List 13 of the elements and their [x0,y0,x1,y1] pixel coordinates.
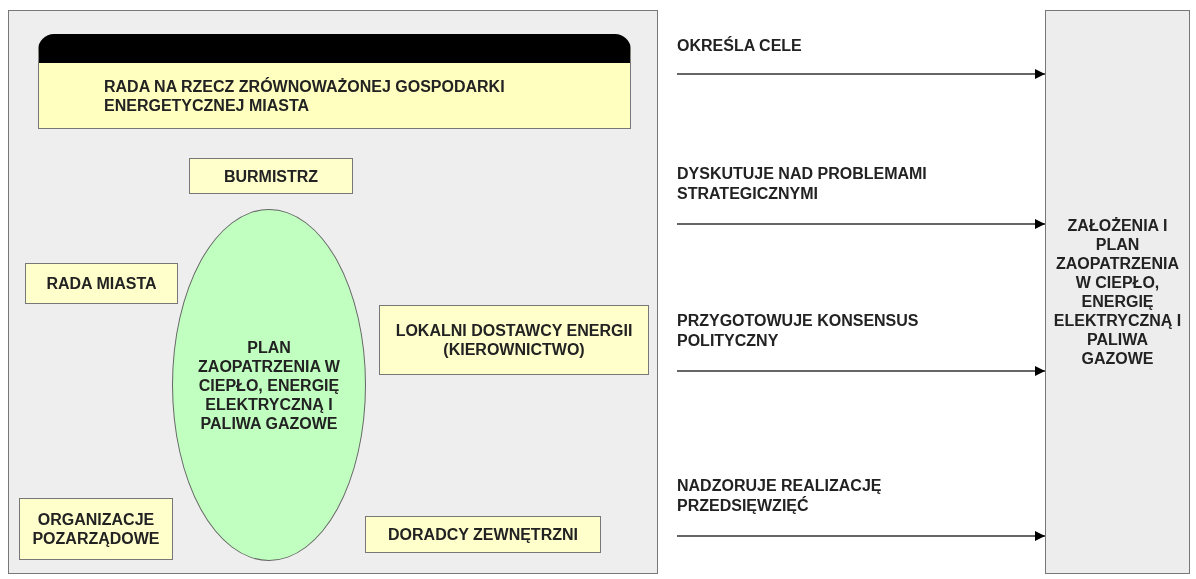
arrow [676,219,1046,229]
arrow [676,531,1046,541]
panel-background [8,10,658,574]
council-header-box: RADA NA RZECZ ZRÓWNOWAŻONEJ GOSPODARKI ENERGETYCZNEJ MIASTA [38,34,631,129]
plan-ellipse: PLAN ZAOPATRZENIA W CIEPŁO, ENERGIĘ ELEKTRYCZNĄ I PALIWA GAZOWE [172,209,366,561]
stakeholder-box: BURMISTRZ [189,158,353,194]
result-box: ZAŁOŻENIA I PLAN ZAOPATRZENIA W CIEPŁO, ENERGIĘ ELEKTRYCZNĄ I PALIWA GAZOWE [1045,10,1190,574]
stakeholder-box: DORADCY ZEWNĘTRZNI [365,516,601,553]
stakeholder-box: ORGANIZACJE POZARZĄDOWE [19,498,173,560]
stakeholder-box: LOKALNI DOSTAWCY ENERGII (KIEROWNICTWO) [379,305,649,375]
stakeholder-box: RADA MIASTA [25,263,178,304]
arrow [676,366,1046,376]
arrow [676,69,1046,79]
